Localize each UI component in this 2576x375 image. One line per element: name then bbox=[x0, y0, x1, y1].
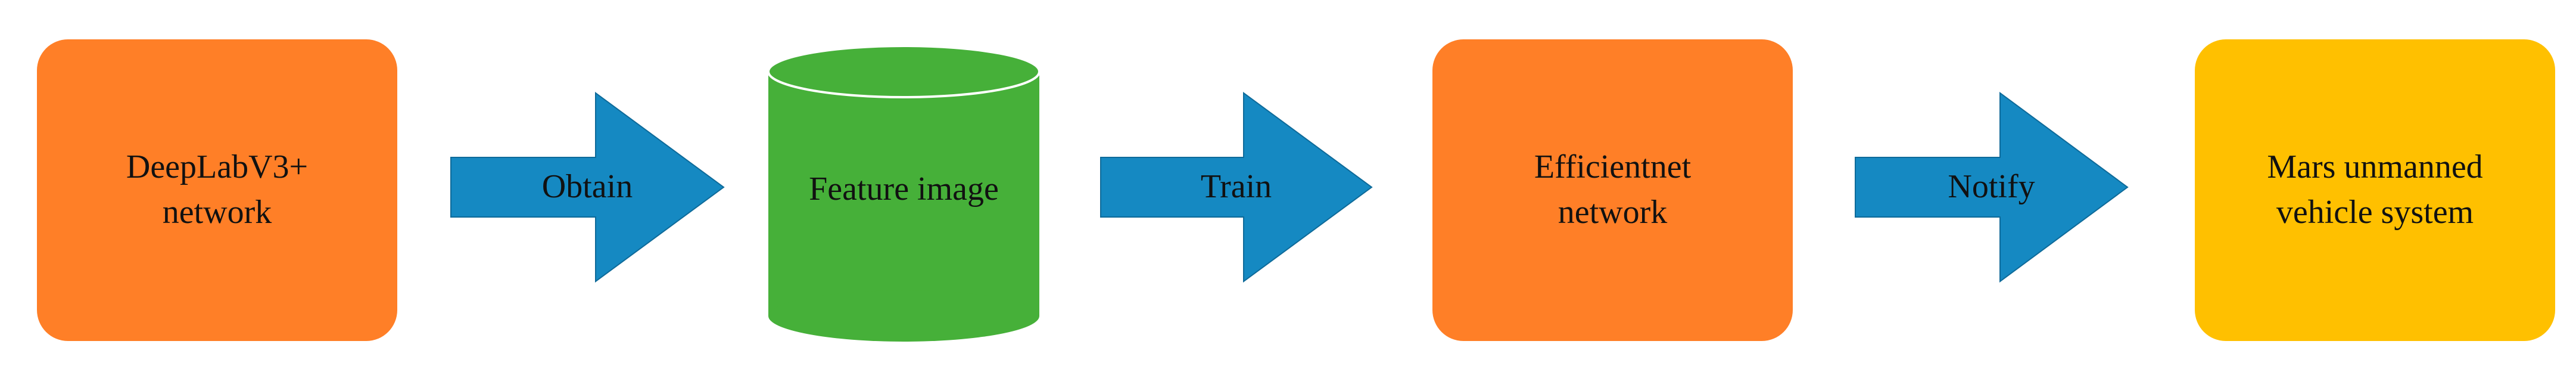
deeplab-node-box bbox=[37, 39, 397, 341]
efficientnet-node-label: Efficientnet network bbox=[1534, 148, 1692, 231]
train-arrow bbox=[1100, 92, 1373, 283]
cylinder-bottom bbox=[768, 290, 1039, 342]
mars-node-label: Mars unmanned vehicle system bbox=[2267, 148, 2483, 231]
cylinder-top bbox=[767, 45, 1041, 98]
notify-edge-label: Notify bbox=[1948, 168, 2035, 206]
notify-arrow bbox=[1855, 92, 2129, 283]
cylinder-body bbox=[768, 72, 1039, 316]
train-edge-label: Train bbox=[1200, 168, 1272, 206]
deeplab-node-label: DeepLabV3+ network bbox=[126, 148, 309, 231]
mars-node-box bbox=[2195, 39, 2555, 341]
obtain-edge-label: Obtain bbox=[541, 168, 633, 206]
obtain-arrow bbox=[450, 92, 725, 283]
feature-image-cylinder bbox=[767, 45, 1041, 342]
efficientnet-node-box bbox=[1432, 39, 1793, 341]
feature-node-label: Feature image bbox=[809, 171, 999, 208]
